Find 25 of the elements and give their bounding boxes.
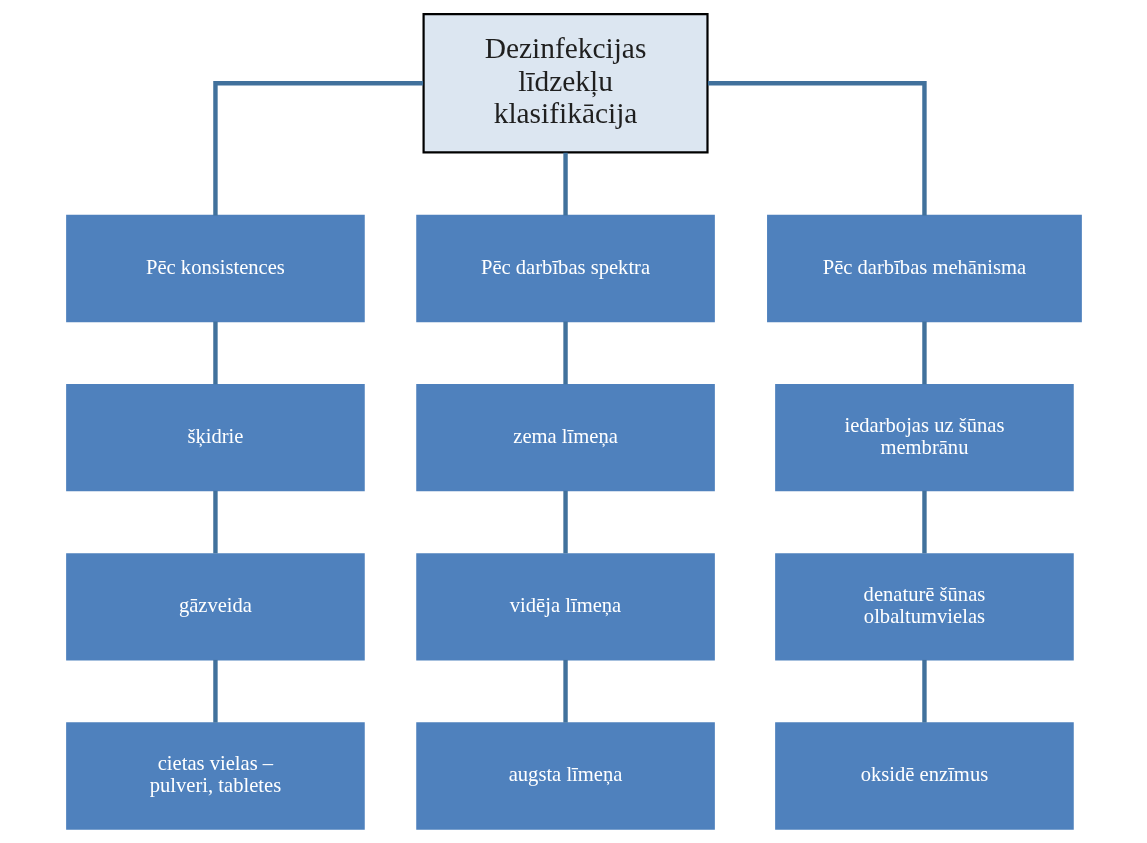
connector	[921, 490, 927, 554]
node-box: Pēc konsistences	[65, 214, 365, 323]
node-box: zema līmeņa	[415, 384, 715, 492]
node-box: vidēja līmeņa	[415, 553, 715, 661]
connector	[212, 80, 423, 216]
connector	[921, 321, 927, 385]
connector	[707, 80, 927, 216]
connector	[562, 490, 568, 554]
connector	[562, 659, 568, 723]
connector	[212, 490, 218, 554]
node-box: oksidē enzīmus	[774, 722, 1074, 830]
connector	[921, 659, 927, 723]
node-box: gāzveida	[65, 553, 365, 661]
node-box: Pēc darbības mehānisma	[766, 214, 1082, 323]
node-box: šķidrie	[65, 384, 365, 492]
connector	[562, 321, 568, 385]
node-box: Dezinfekcijas līdzekļu klasifikācija	[422, 12, 709, 154]
node-box: iedarbojas uz šūnas membrānu	[774, 384, 1074, 492]
node-box: augsta līmeņa	[415, 722, 715, 830]
node-box: denaturē šūnas olbaltumvielas	[774, 553, 1074, 661]
connector	[212, 321, 218, 385]
node-box: Pēc darbības spektra	[415, 214, 715, 323]
node-box: cietas vielas – pulveri, tabletes	[65, 722, 365, 830]
connector	[562, 152, 568, 216]
connector	[212, 659, 218, 723]
